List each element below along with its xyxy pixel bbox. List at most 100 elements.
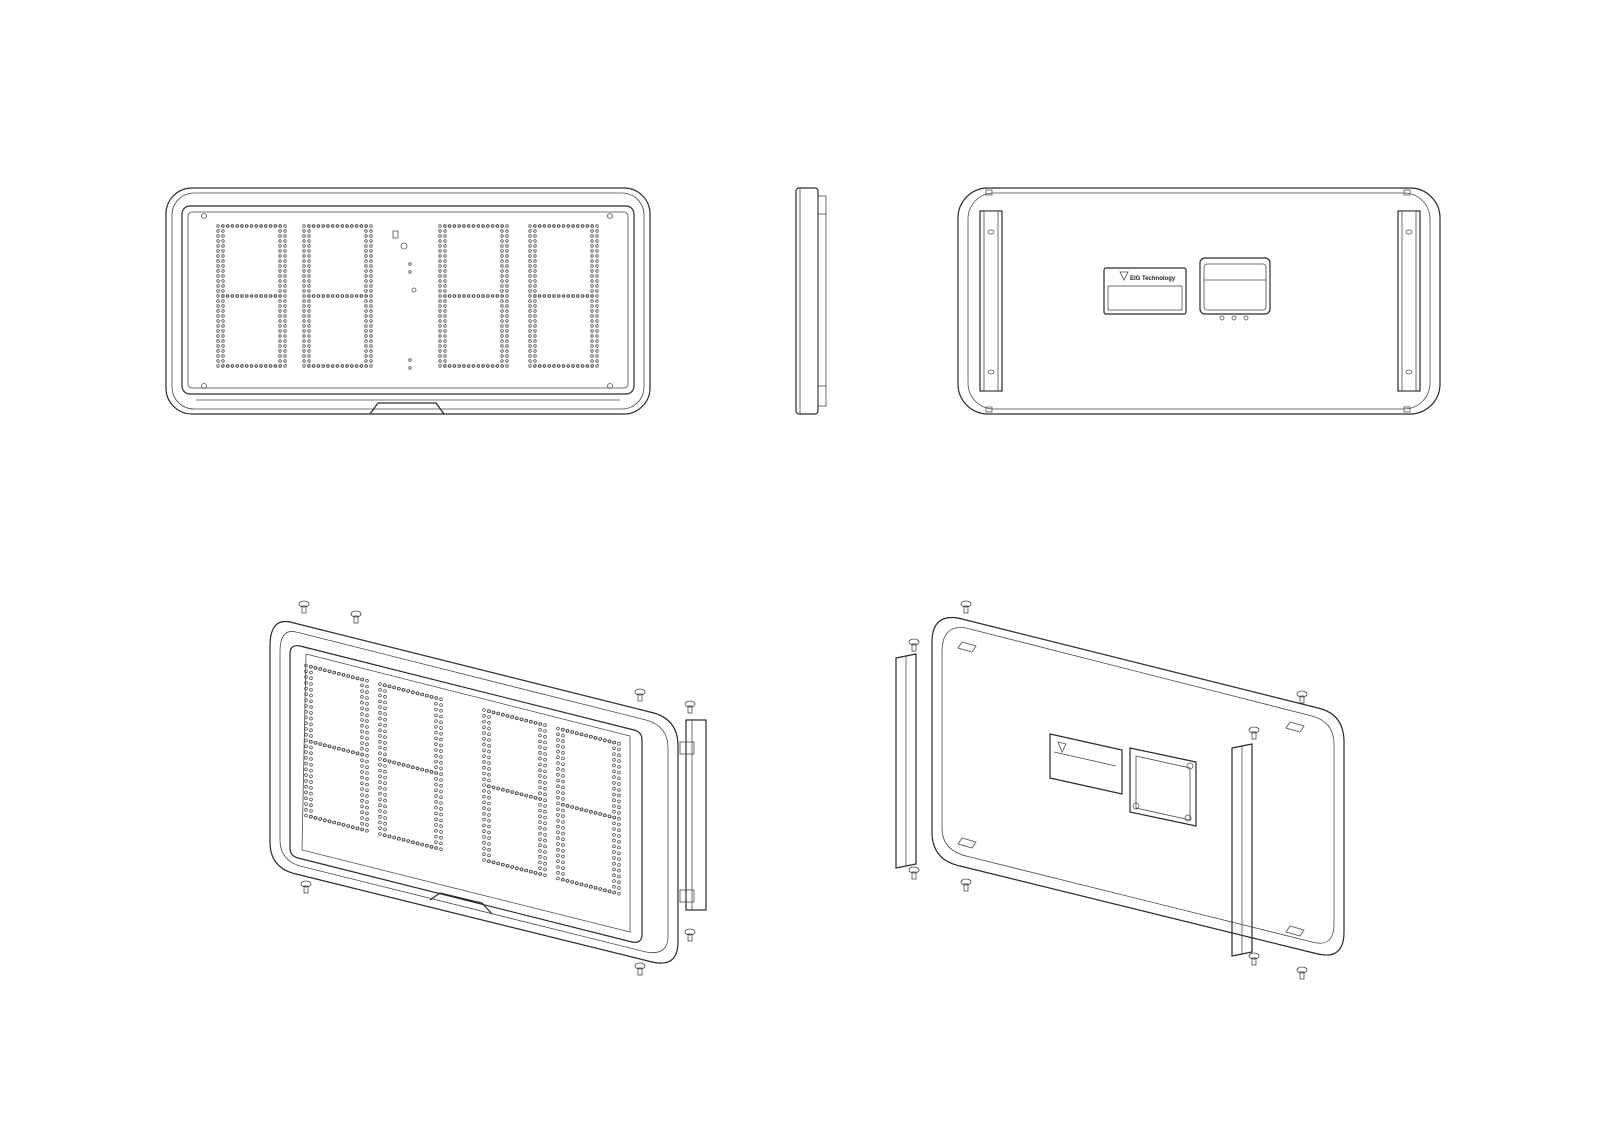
iso-led-dot [309,670,313,675]
iso-led-dot [556,842,560,846]
iso-led-dot [360,787,364,791]
led-dot [330,364,335,368]
led-dot [302,304,306,308]
iso-led-dot [383,717,387,722]
led-dot [443,274,447,278]
led-dot [505,349,509,353]
led-dot [590,319,594,323]
led-dot [528,364,532,368]
iso-led-dot [304,750,308,754]
led-dot [283,264,287,268]
iso-led-dot [415,766,420,771]
led-dot [528,329,532,333]
led-dot [500,324,504,328]
led-dot [216,334,220,338]
iso-led-dot [510,790,514,794]
iso-led-dot [543,769,547,774]
iso-led-dot [617,886,621,890]
iso-led-dot [543,798,547,802]
led-dot [283,254,287,258]
led-dot [505,259,509,263]
iso-led-dot [491,860,496,865]
led-dot [505,284,509,288]
led-dot [221,234,225,238]
iso-led-dot [439,818,443,823]
led-dot [364,314,368,318]
led-dot [438,224,442,228]
iso-led-dot [519,867,524,872]
led-dot [452,294,456,298]
iso-led-dot [365,805,369,810]
iso-led-dot [332,745,336,750]
led-dot [340,294,344,298]
led-dot [533,354,537,358]
led-dot [590,299,594,303]
led-dot [364,224,368,228]
led-dot [533,259,537,263]
led-dot [278,304,282,308]
led-dot [505,319,509,323]
iso-led-dot [482,800,486,805]
led-dot [364,264,368,268]
iso-led-dot [524,793,528,798]
iso-led-dot [593,735,598,740]
led-dot [302,309,306,313]
led-dot [443,309,447,313]
led-dot [533,339,537,343]
led-dot [595,339,599,343]
led-dot [307,229,311,233]
led-dot [462,224,466,228]
led-dot [216,329,220,333]
iso-led-dot [556,847,560,852]
iso-led-dot [538,733,542,738]
led-dot [443,254,447,258]
iso-led-dot [519,792,524,797]
led-dot [452,364,456,368]
iso-led-dot [365,771,369,775]
iso-led-dot [396,686,401,691]
iso-led-dot [360,694,364,699]
led-dot [505,269,509,273]
led-dot [576,364,580,368]
led-dot [443,299,447,303]
iso-led-dot [612,757,616,762]
led-dot [438,229,442,233]
led-dot [486,224,490,228]
iso-led-dot [304,755,308,760]
led-dot [528,284,532,288]
led-dot [443,329,447,333]
led-dot [216,289,220,293]
iso-led-dot [434,776,438,781]
iso-led-dot [487,738,491,742]
led-dot [528,354,532,358]
iso-led-dot [556,876,560,881]
iso-led-dot [617,891,621,896]
led-dot [273,224,277,228]
iso-led-dot [309,774,313,779]
iso-led-dot [434,794,438,798]
iso-led-dot [439,749,443,753]
led-dot [225,224,230,228]
led-dot [216,294,220,298]
iso-led-dot [392,835,396,840]
iso-led-dot [378,728,382,732]
led-dot [595,304,599,308]
iso-led-dot [617,822,621,827]
iso-led-dot [313,815,318,820]
iso-led-dot [612,844,616,849]
led-dot [590,239,594,243]
iso-led-dot [439,801,443,805]
iso-led-dot [486,859,491,863]
iso-led-dot [612,752,616,756]
iso-led-dot [309,757,313,761]
iso-led-dot [612,746,616,751]
led-dot [595,319,599,323]
led-dot [552,224,556,228]
iso-led-dot [439,795,443,800]
iso-led-dot [482,783,486,787]
led-dot [340,224,344,228]
iso-led-dot [617,805,621,809]
iso-led-dot [561,837,565,842]
iso-led-dot [482,725,486,730]
led-dot [505,289,509,293]
